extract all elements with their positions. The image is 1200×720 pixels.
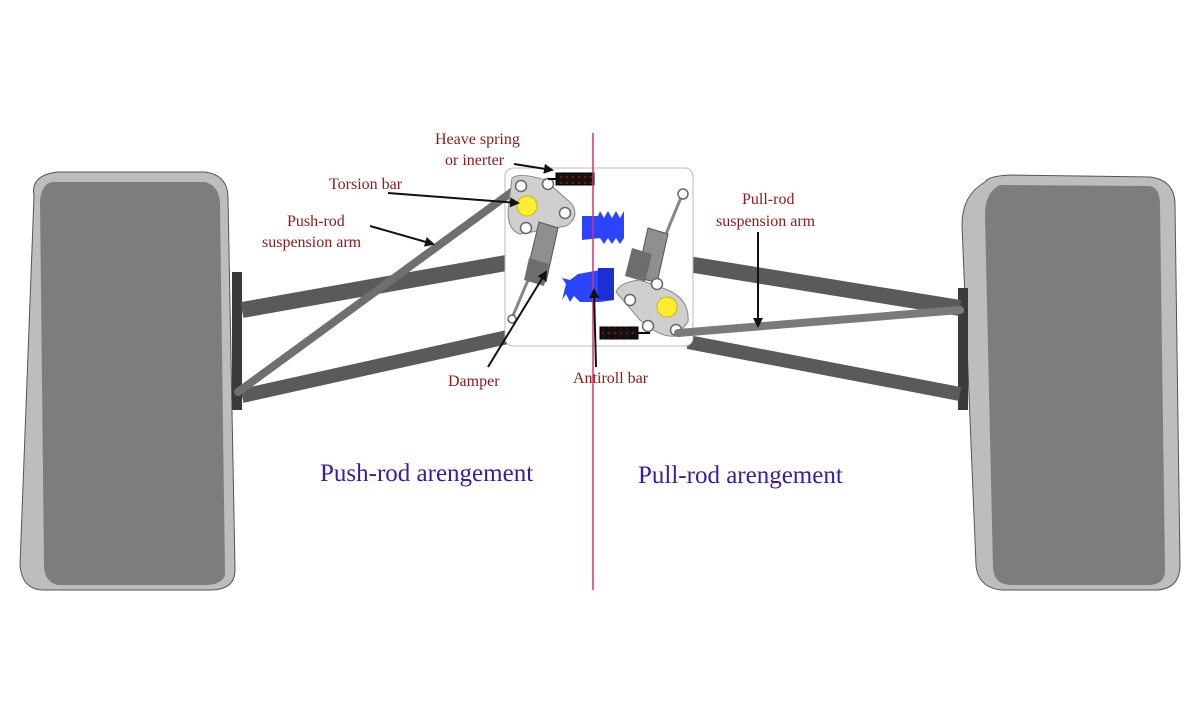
label-pull-rod-line1: Pull-rod	[742, 191, 794, 208]
right-damper	[625, 188, 689, 284]
push-rod-rocker	[507, 174, 576, 235]
pull-rod-rocker	[615, 277, 689, 337]
label-antiroll-bar: Antiroll bar	[573, 370, 649, 387]
pull-rod-arm	[674, 306, 964, 337]
right-wheel	[958, 174, 1181, 591]
label-heave-spring-line1: Heave spring	[435, 131, 520, 148]
label-torsion-bar: Torsion bar	[329, 176, 403, 193]
section-titles: Push-rod arengement Pull-rod arengement	[320, 460, 843, 489]
labels: Heave spring or inerter Torsion bar Push…	[262, 131, 816, 390]
label-push-rod-line2: suspension arm	[262, 234, 362, 251]
right-wishbones	[686, 256, 962, 401]
right-upright	[958, 288, 968, 410]
left-heave-spring	[555, 172, 595, 186]
title-pull-rod-arrangement: Pull-rod arengement	[638, 462, 843, 489]
label-damper: Damper	[448, 373, 500, 390]
left-upright	[232, 272, 242, 410]
label-pull-rod-line2: suspension arm	[716, 213, 816, 230]
push-rod-arm	[234, 182, 524, 396]
left-wheel	[19, 171, 242, 591]
right-heave-spring	[599, 326, 639, 340]
label-heave-spring-line2: or inerter	[445, 152, 505, 169]
leader-lines	[369, 163, 763, 368]
left-torsion-bar	[516, 195, 538, 217]
right-torsion-bar	[656, 296, 678, 318]
label-push-rod-line1: Push-rod	[287, 213, 345, 230]
title-push-rod-arrangement: Push-rod arengement	[320, 460, 533, 487]
